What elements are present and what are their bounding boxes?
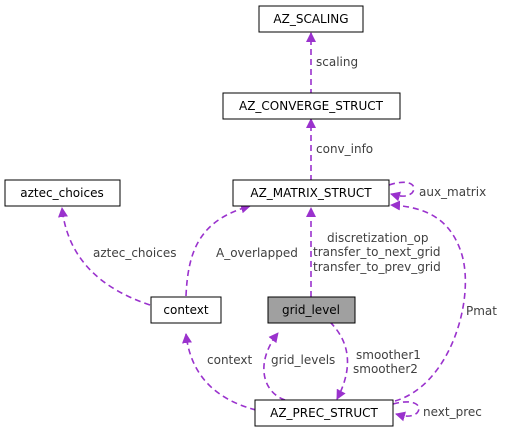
node-grid-level[interactable]: grid_level: [267, 296, 356, 324]
label-scaling: scaling: [316, 55, 358, 69]
node-az-matrix-struct[interactable]: AZ_MATRIX_STRUCT: [232, 179, 390, 207]
label-transfer-to-next-grid: transfer_to_next_grid: [313, 245, 441, 259]
node-context-label: context: [163, 303, 209, 317]
label-grid-levels: grid_levels: [271, 353, 335, 367]
node-aztec-choices[interactable]: aztec_choices: [4, 179, 121, 207]
label-pmat: Pmat: [466, 304, 497, 318]
node-aztec-choices-label: aztec_choices: [20, 186, 103, 200]
label-a-overlapped: A_overlapped: [216, 246, 298, 260]
edge-aztec-choices: [58, 207, 151, 306]
label-smoother2: smoother2: [353, 362, 418, 376]
label-context: context: [207, 353, 253, 367]
edge-aux-matrix: [388, 181, 415, 202]
node-az-converge-struct[interactable]: AZ_CONVERGE_STRUCT: [222, 92, 401, 120]
label-smoother1: smoother1: [356, 348, 421, 362]
node-az-prec-struct-label: AZ_PREC_STRUCT: [270, 406, 378, 420]
label-aux-matrix: aux_matrix: [419, 185, 486, 199]
edge-pmat: [390, 200, 467, 402]
node-az-prec-struct[interactable]: AZ_PREC_STRUCT: [254, 399, 394, 427]
label-next-prec: next_prec: [423, 405, 482, 419]
node-grid-level-label: grid_level: [282, 303, 340, 317]
edge-a-overlapped: [185, 203, 251, 297]
node-az-converge-struct-label: AZ_CONVERGE_STRUCT: [239, 99, 384, 113]
label-transfer-to-prev-grid: transfer_to_prev_grid: [313, 260, 441, 274]
label-discretization-op: discretization_op: [327, 231, 429, 245]
label-conv-info: conv_info: [316, 142, 373, 156]
edge-next-prec: [392, 401, 420, 422]
node-az-matrix-struct-label: AZ_MATRIX_STRUCT: [250, 186, 372, 200]
node-az-scaling[interactable]: AZ_SCALING: [258, 5, 364, 33]
edge-grid-levels: [263, 332, 286, 401]
edge-smoothers: [329, 321, 349, 400]
label-aztec-choices: aztec_choices: [93, 246, 176, 260]
edge-context: [182, 333, 257, 411]
node-context[interactable]: context: [150, 296, 222, 324]
node-az-scaling-label: AZ_SCALING: [273, 12, 348, 26]
